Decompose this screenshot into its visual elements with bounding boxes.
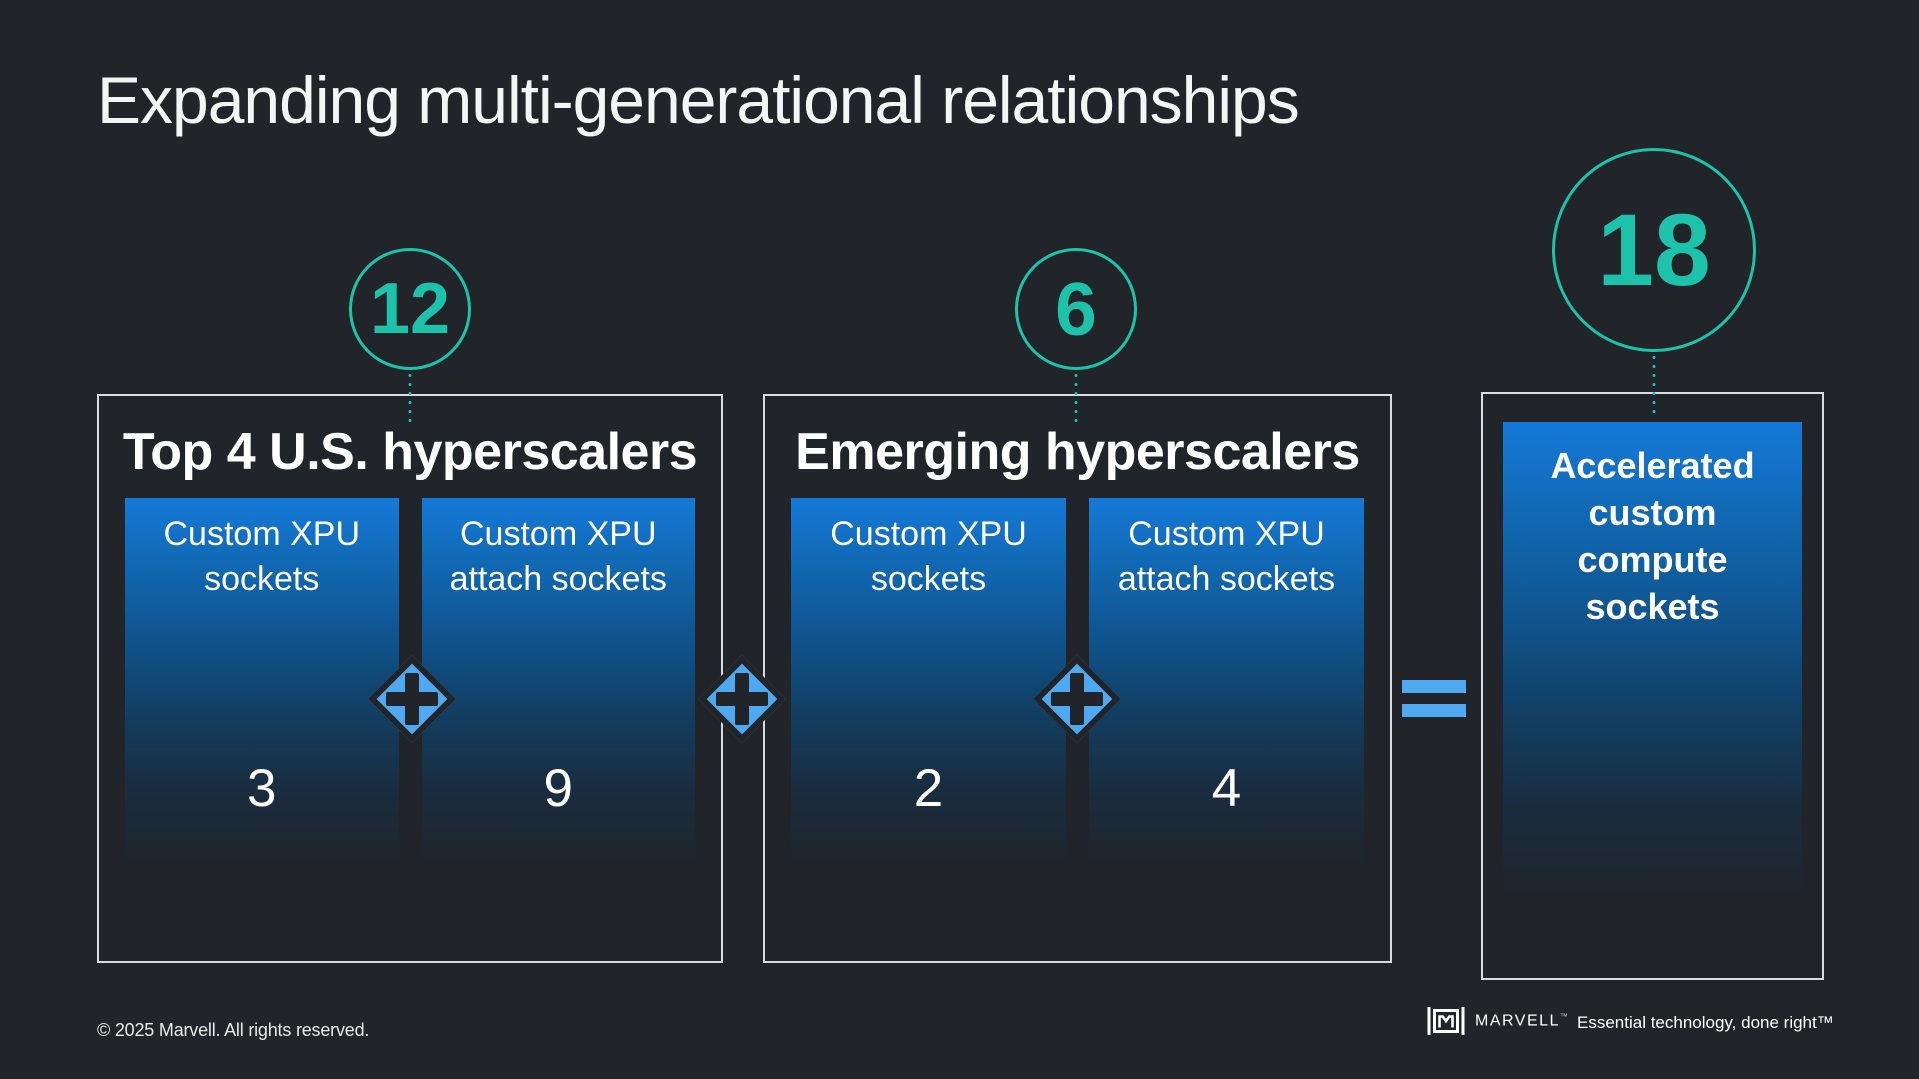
copyright-text: © 2025 Marvell. All rights reserved.	[97, 1020, 370, 1040]
card-value: 3	[247, 759, 277, 818]
card-label: Custom XPU attach sockets	[1117, 515, 1336, 598]
card-emerging-xpu-sockets: Custom XPU sockets 2	[791, 498, 1066, 875]
group-heading-top4: Top 4 U.S. hyperscalers	[122, 423, 698, 481]
slide-title: Expanding multi-generational relationshi…	[97, 63, 1300, 137]
card-top4-xpu-attach-sockets: Custom XPU attach sockets 9	[421, 498, 695, 875]
count-badge-top4: 12	[349, 248, 471, 370]
count-badge-top4-value: 12	[369, 269, 451, 349]
count-badge-emerging: 6	[1015, 248, 1137, 370]
card-value: 2	[913, 759, 944, 818]
group-box-emerging: Emerging hyperscalers Custom XPU sockets…	[763, 394, 1392, 963]
dotted-connector-top4	[408, 373, 412, 425]
card-value: 4	[1211, 759, 1242, 818]
plus-bar	[735, 673, 749, 725]
count-badge-total-value: 18	[1597, 192, 1711, 307]
dotted-connector-emerging	[1074, 373, 1078, 425]
result-label: Accelerated custom compute sockets	[1550, 445, 1755, 627]
marvell-logo-icon	[1427, 1007, 1465, 1035]
plus-bar	[405, 673, 419, 725]
card-label: Custom XPU attach sockets	[449, 515, 667, 598]
card-value: 9	[543, 759, 573, 818]
cards-row-top4: Custom XPU sockets 3 Custom XPU attach s…	[125, 498, 695, 875]
equals-bar	[1402, 704, 1466, 717]
card-label: Custom XPU sockets	[163, 515, 361, 598]
equals-icon	[1402, 680, 1466, 717]
brand-tagline: Essential technology, done right™	[1577, 1013, 1834, 1032]
result-card: Accelerated custom compute sockets	[1503, 422, 1802, 907]
card-label: Custom XPU sockets	[830, 515, 1027, 598]
cards-row-emerging: Custom XPU sockets 2 Custom XPU attach s…	[791, 498, 1364, 875]
plus-bar	[1070, 673, 1084, 725]
dotted-connector-total	[1652, 355, 1656, 417]
plus-icon	[698, 655, 786, 743]
count-badge-total: 18	[1552, 148, 1756, 352]
group-box-top4: Top 4 U.S. hyperscalers Custom XPU socke…	[97, 394, 723, 963]
count-badge-emerging-value: 6	[1055, 267, 1097, 351]
brand-group: MARVELL™	[1427, 1006, 1569, 1036]
card-emerging-xpu-attach-sockets: Custom XPU attach sockets 4	[1089, 498, 1364, 875]
brand-name: MARVELL™	[1475, 1011, 1570, 1030]
plus-icon	[368, 655, 456, 743]
brand-trademark: ™	[1559, 1011, 1570, 1021]
result-box: Accelerated custom compute sockets	[1481, 392, 1824, 980]
group-heading-emerging: Emerging hyperscalers	[795, 423, 1360, 481]
plus-icon	[1033, 655, 1121, 743]
card-top4-xpu-sockets: Custom XPU sockets 3	[125, 498, 399, 875]
equals-bar	[1402, 680, 1466, 693]
